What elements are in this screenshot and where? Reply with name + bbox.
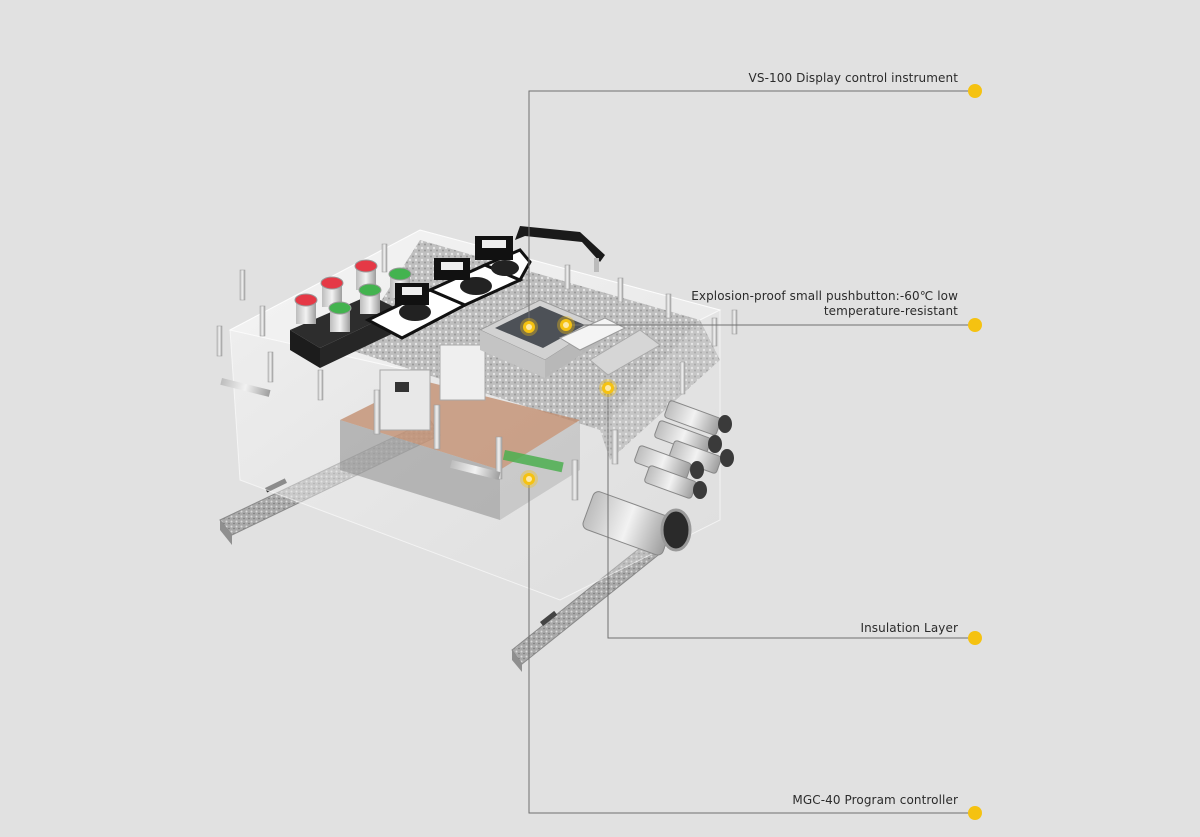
vs100-display-module	[478, 299, 661, 378]
leader-line-vs100	[528, 90, 975, 327]
callout-label-pushbutton-line2: temperature-resistant	[823, 304, 958, 318]
callout-marker-vs100[interactable]	[968, 84, 982, 98]
hotspot-pushbutton[interactable]	[560, 319, 572, 331]
green-pushbutton	[328, 301, 352, 332]
circuit-breakers	[379, 344, 486, 431]
hotspot-mgc40-controller[interactable]	[523, 473, 535, 485]
enclosure-bolts	[216, 243, 738, 501]
callout-marker-pushbutton[interactable]	[968, 318, 982, 332]
selector-switches	[364, 236, 532, 340]
callout-label-insulation: Insulation Layer	[860, 621, 958, 635]
callout-label-pushbutton: Explosion-proof small pushbutton:-60℃ lo…	[691, 289, 958, 319]
callout-lines	[528, 90, 975, 814]
cable-glands	[582, 400, 734, 556]
leader-line-mgc40	[528, 480, 975, 814]
green-pushbutton	[358, 283, 382, 314]
callout-label-mgc40: MGC-40 Program controller	[792, 793, 958, 807]
red-pushbutton	[320, 276, 344, 307]
leader-line-insulation	[607, 388, 975, 639]
red-pushbutton	[294, 293, 318, 324]
enclosure-handle	[515, 226, 605, 262]
callout-marker-mgc40[interactable]	[968, 806, 982, 820]
large-cable-gland	[582, 491, 692, 556]
hotspot-insulation-layer[interactable]	[602, 382, 614, 394]
callout-label-vs100: VS-100 Display control instrument	[748, 71, 958, 85]
callout-marker-insulation[interactable]	[968, 631, 982, 645]
callout-label-pushbutton-line1: Explosion-proof small pushbutton:-60℃ lo…	[691, 289, 958, 303]
hotspot-vs100-display[interactable]	[523, 321, 535, 333]
